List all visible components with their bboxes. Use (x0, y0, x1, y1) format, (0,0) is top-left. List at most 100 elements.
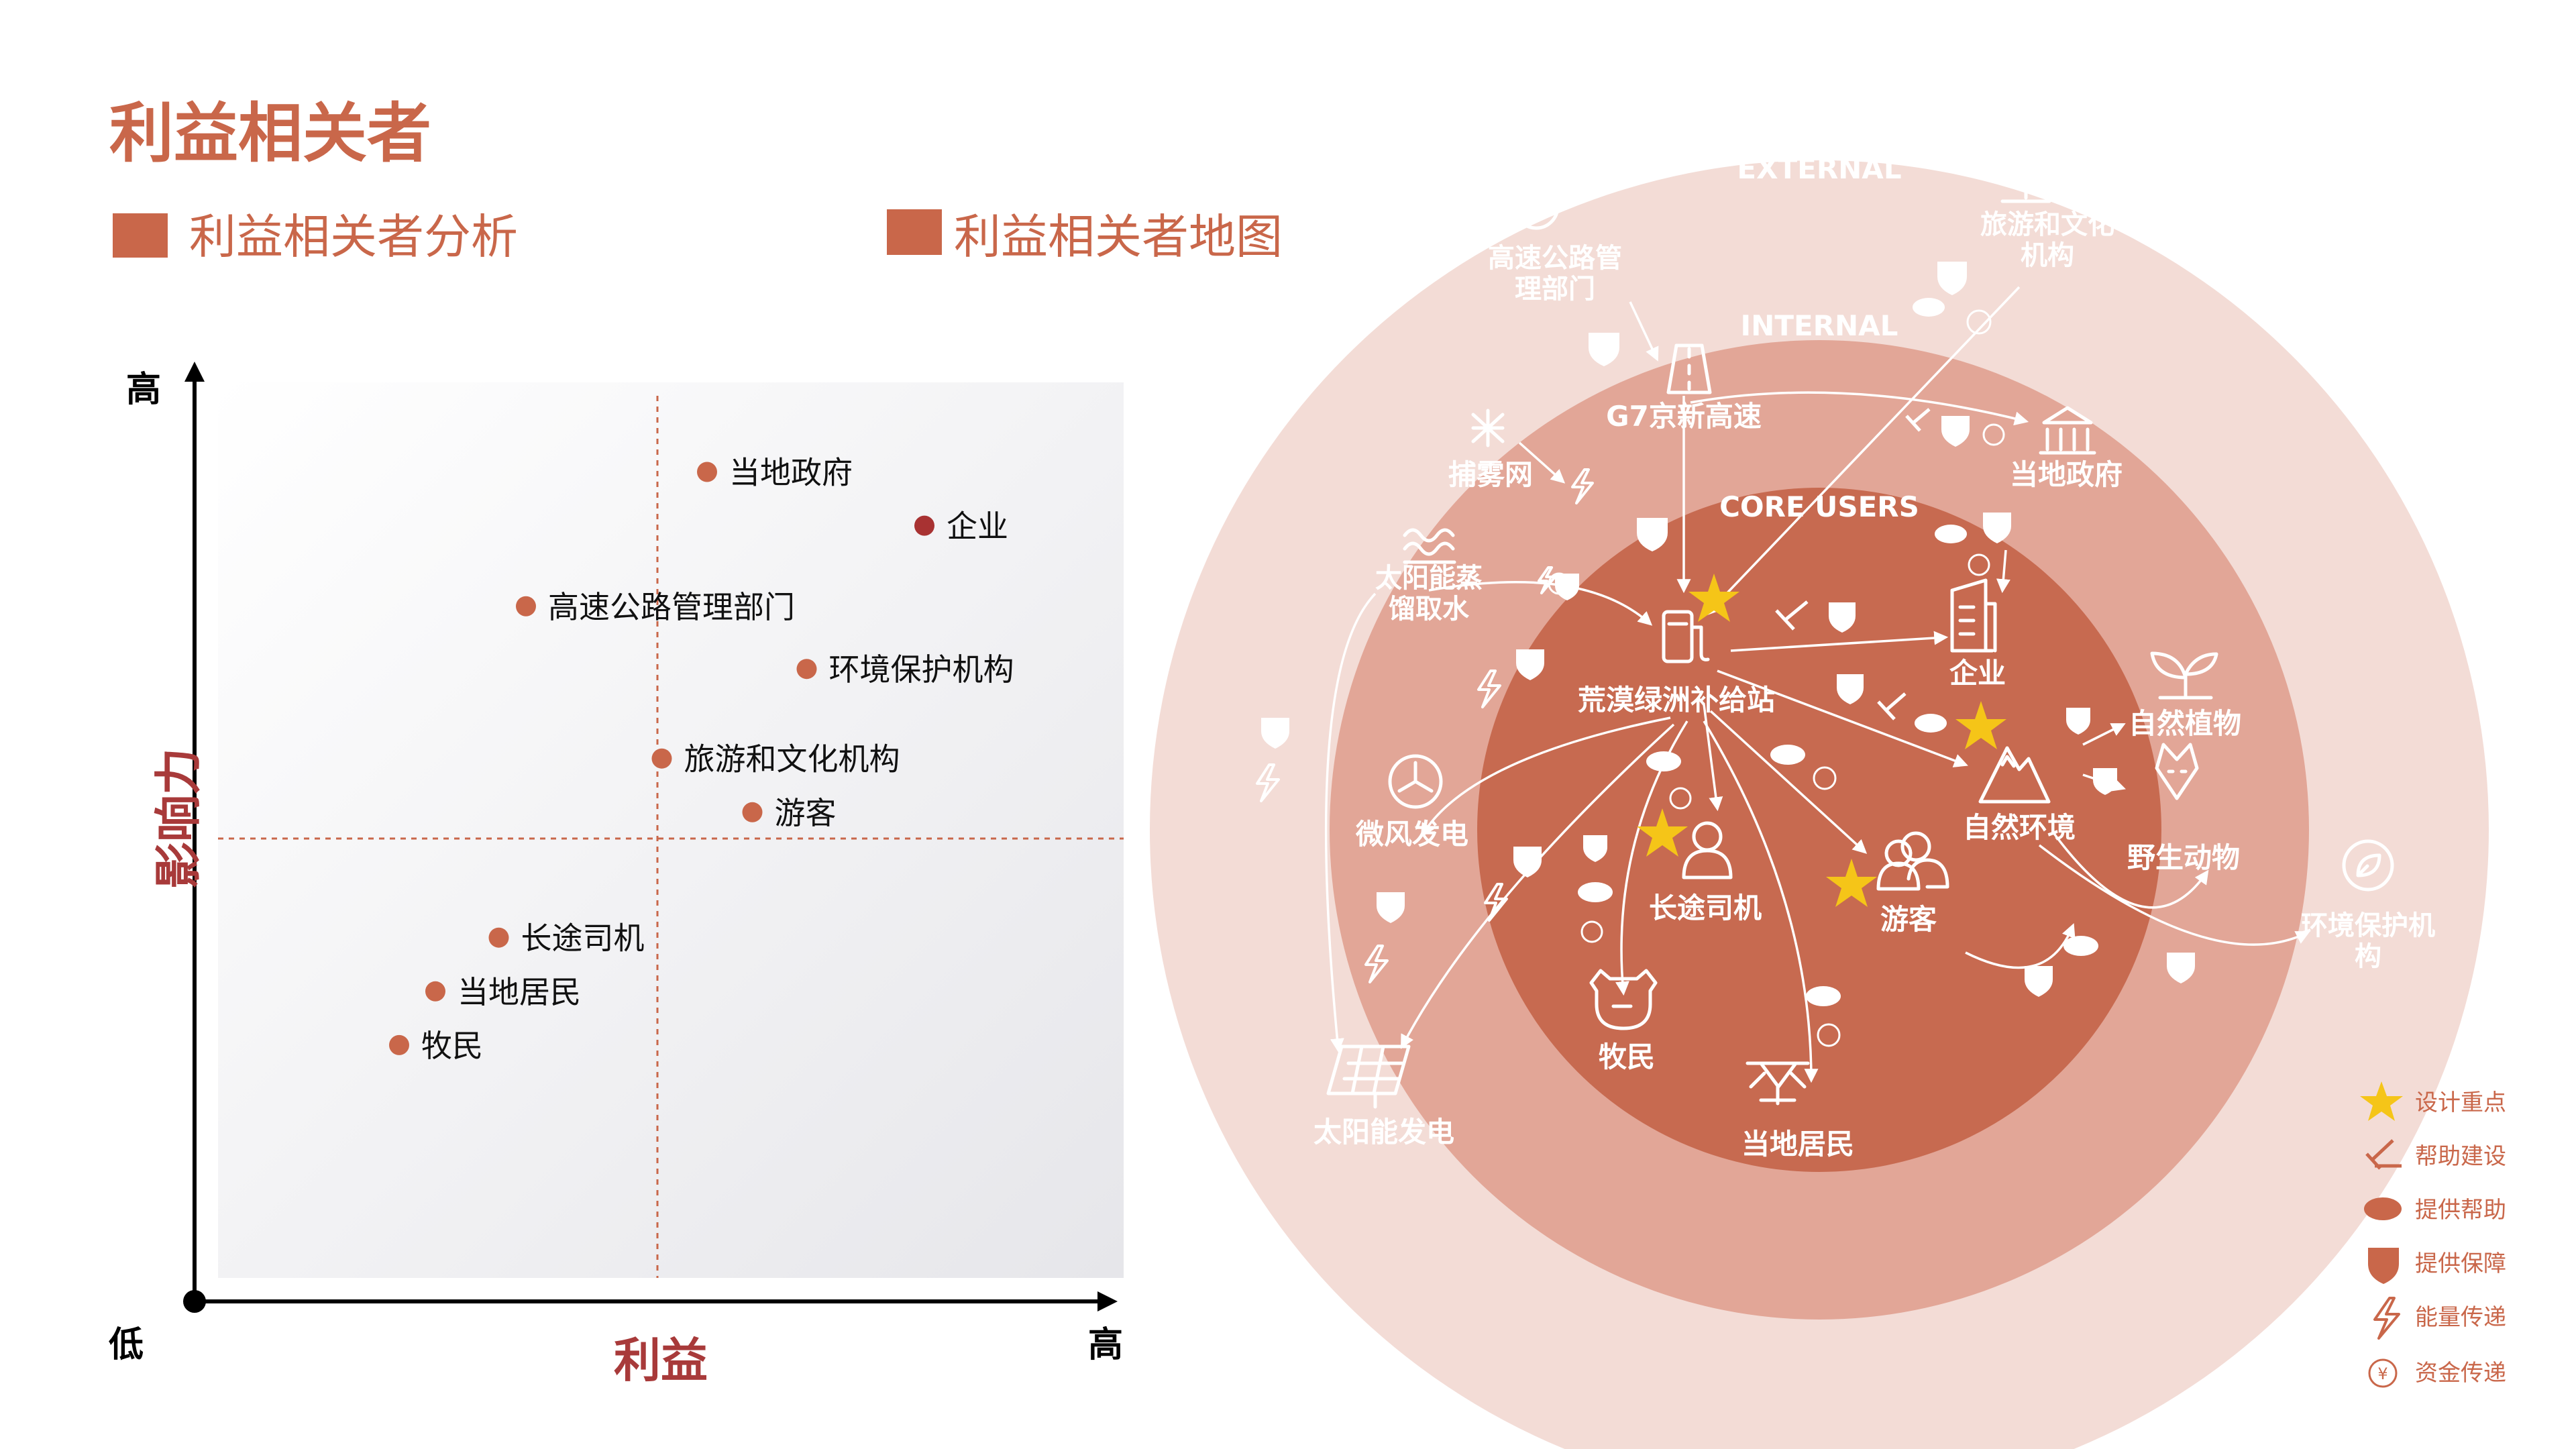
map-node-label: 微风发电 (1355, 818, 1468, 851)
map-node-label: 野生动物 (2127, 841, 2240, 874)
matrix-point-label: 当地居民 (458, 974, 581, 1010)
matrix-point (914, 515, 934, 536)
fuel-station-icon (1662, 610, 1710, 663)
tourists-icon (1876, 831, 1949, 891)
star-icon (1637, 808, 1688, 857)
map-node-label: 游客 (1880, 903, 1937, 936)
map-node-label: G7京新高速 (1606, 400, 1762, 433)
sprout-icon (2150, 651, 2218, 700)
y-axis-high-label: 高 (126, 370, 161, 410)
government-building-icon (2039, 406, 2096, 455)
legend-label: 能量传递 (2415, 1304, 2506, 1331)
guard-icon (1511, 183, 1562, 230)
matrix-point (697, 462, 717, 482)
legend-label: 设计重点 (2415, 1089, 2506, 1116)
map-node-label: 太阳能发电 (1313, 1116, 1454, 1148)
matrix-point (488, 927, 509, 948)
hammer-icon (2365, 1139, 2402, 1170)
water-waves-icon (1403, 528, 1456, 564)
leaf-icon (2342, 839, 2394, 892)
office-building-icon (1950, 578, 1997, 653)
stakeholder-map: EXTERNAL INTERNAL CORE USERS (1150, 149, 2489, 1449)
matrix-point-label: 高速公路管理部门 (548, 589, 795, 625)
handshake-marker (1578, 298, 2098, 1006)
map-node-label: 高速公路管理部门 (1488, 243, 1622, 305)
x-axis-high-label: 高 (1088, 1325, 1123, 1365)
map-node-label: 自然环境 (1963, 811, 2076, 844)
map-node-label: 荒漠绿洲补给站 (1578, 684, 1775, 716)
stakeholder-matrix: 高 低 高 影响力 利益 当地政府企业高速公路管理部门环境保护机构旅游和文化机构… (109, 362, 1124, 1388)
axis-origin (183, 1290, 206, 1313)
shield-marker (1261, 262, 2195, 997)
y-axis-low-label: 低 (109, 1325, 144, 1365)
beach-umbrella-icon (1997, 149, 2055, 203)
map-node-label: 长途司机 (1649, 892, 1762, 924)
matrix-point (516, 596, 536, 616)
matrix-point (425, 981, 445, 1002)
cow-icon (1589, 969, 1658, 1030)
matrix-point-label: 旅游和文化机构 (684, 741, 900, 777)
fox-icon (2155, 743, 2199, 800)
map-section-title: 利益相关者地图 (954, 209, 1283, 264)
fog-net-icon (1471, 409, 1505, 447)
star-icon (1955, 701, 2006, 749)
ring-internal-label: INTERNAL (1741, 309, 1898, 342)
relationship-arrows (1324, 286, 2310, 1083)
yen-icon: ¥ (2368, 1358, 2398, 1388)
solar-panel-icon (1326, 1044, 1411, 1109)
page-title: 利益相关者 (109, 96, 431, 171)
matrix-point-label: 牧民 (421, 1028, 483, 1064)
ring-core (1477, 488, 2161, 1172)
wind-turbine-icon (1388, 754, 1443, 809)
matrix-point-label: 当地政府 (729, 455, 853, 491)
star-icon (2360, 1081, 2403, 1121)
x-axis-title: 利益 (614, 1333, 708, 1388)
map-node-label: 旅游和文化机构 (1980, 209, 2114, 271)
shield-icon (2368, 1248, 2399, 1284)
legend-label: 提供帮助 (2415, 1197, 2506, 1224)
mountain-icon (1978, 746, 2051, 804)
analysis-section-title: 利益相关者分析 (189, 209, 518, 264)
map-node-label: 太阳能蒸馏取水 (1375, 563, 1483, 625)
y-axis-title: 影响力 (151, 748, 206, 889)
matrix-point (742, 802, 763, 822)
matrix-point (389, 1034, 409, 1055)
map-node-label: 牧民 (1599, 1040, 1655, 1073)
node-icons (1326, 149, 2394, 1109)
highway-icon (1666, 343, 1712, 394)
map-node-label: 自然植物 (2129, 707, 2241, 740)
map-node-label: 当地居民 (1741, 1128, 1854, 1161)
matrix-point-label: 环境保护机构 (829, 651, 1014, 688)
relation-markers (1256, 262, 2195, 1047)
matrix-plot-area (218, 382, 1124, 1278)
star-icon (1688, 574, 1739, 622)
driver-icon (1682, 821, 1733, 879)
map-section-marker (887, 209, 942, 255)
ethnic-pattern-icon (1746, 1061, 1810, 1106)
matrix-point-label: 长途司机 (521, 920, 645, 957)
map-node-label: 企业 (1949, 657, 2006, 690)
matrix-point (651, 748, 672, 769)
svg-text:¥: ¥ (2377, 1364, 2387, 1383)
handshake-icon (2364, 1197, 2402, 1220)
yen-marker (1548, 309, 2005, 1047)
design-focus-stars (1637, 574, 2006, 907)
star-icon (1826, 859, 1877, 907)
legend-label: 提供保障 (2415, 1250, 2506, 1277)
map-node-label: 捕雾网 (1448, 458, 1533, 491)
lightning-icon (2373, 1297, 2400, 1340)
matrix-point-label: 企业 (947, 508, 1008, 545)
analysis-section-marker (113, 213, 168, 258)
legend-label: 帮助建设 (2415, 1143, 2506, 1170)
legend-label: 资金传递 (2415, 1360, 2506, 1387)
map-node-label: 当地政府 (2010, 458, 2123, 491)
matrix-point (796, 659, 817, 680)
lightning-marker (1256, 468, 1594, 983)
ring-external-label: EXTERNAL (1737, 152, 1901, 185)
hammer-marker (1775, 408, 1931, 720)
map-node-label: 环境保护机构 (2301, 910, 2435, 972)
